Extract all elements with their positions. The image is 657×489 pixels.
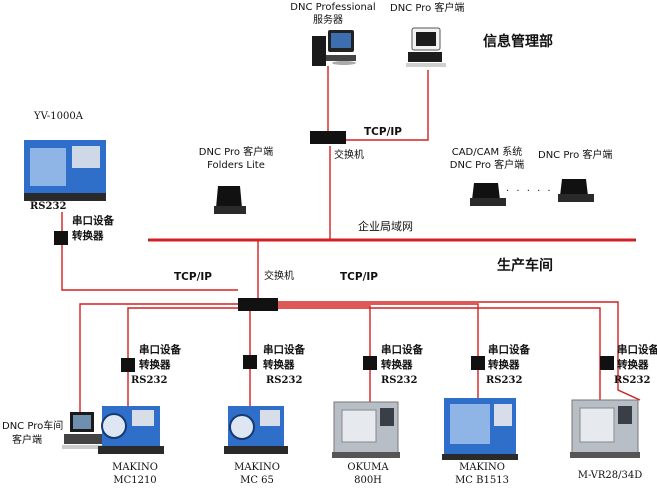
- folders-client-computer-icon: [214, 186, 246, 214]
- lan-label: 企业局域网: [358, 220, 413, 233]
- m2-converter-label-2: 转换器: [263, 359, 295, 371]
- serial-converter-yv: [54, 231, 68, 245]
- bus-line-6: [278, 301, 641, 401]
- cadcam-client-computer-icon: [470, 183, 506, 206]
- top-switch: [310, 131, 346, 144]
- machine-okuma-800h-icon: [332, 401, 400, 458]
- serial-converter-m1: [121, 358, 135, 372]
- machine-mc1210-icon: [98, 406, 164, 454]
- bus-line-1: [79, 303, 238, 420]
- m1-converter-label-2: 转换器: [139, 359, 171, 371]
- serial-converter-m3: [363, 356, 377, 370]
- m4-model-label: MC B1513: [455, 475, 509, 486]
- bus-line-4: [278, 305, 371, 405]
- workshop-switch-label: 交换机: [264, 271, 294, 282]
- clients-ellipsis: · · · · ·: [506, 186, 553, 197]
- m4-name-label: MAKINO: [459, 462, 505, 473]
- m5-rs232-label: RS232: [614, 375, 651, 386]
- m5-model-label: M-VR28/34D: [577, 470, 643, 481]
- m4-rs232-label: RS232: [486, 375, 523, 386]
- workshop-zone-label: 生产车间: [497, 258, 553, 274]
- workshop-client-computer-icon: [62, 412, 104, 449]
- server-label-1: DNC Professional: [290, 2, 376, 13]
- yv-converter-label-2: 转换器: [72, 230, 104, 242]
- yv-1000a-machine-icon: [24, 140, 106, 201]
- yv-rs232-label: RS232: [30, 201, 67, 212]
- m4-converter-label-2: 转换器: [488, 359, 520, 371]
- workshop-protocol-left: TCP/IP: [174, 271, 213, 283]
- server-computer-icon: [312, 30, 356, 66]
- bus-line-7: [278, 307, 601, 404]
- client-uplink-line: [345, 70, 429, 141]
- m2-converter-label-1: 串口设备: [263, 344, 305, 356]
- m1-rs232-label: RS232: [131, 375, 168, 386]
- serial-converter-m4: [471, 356, 485, 370]
- info-management-zone-label: 信息管理部: [483, 34, 553, 50]
- cadcam-label-2: DNC Pro 客户端: [449, 160, 525, 171]
- m1-converter-label-1: 串口设备: [139, 344, 181, 356]
- m1-model-label: MC1210: [113, 475, 157, 486]
- m5-converter-label-1: 串口设备: [617, 344, 657, 356]
- right-client-label: DNC Pro 客户端: [538, 150, 613, 161]
- workshop-client-label-2: 客户端: [12, 435, 42, 446]
- top-client-computer-icon: [406, 27, 446, 67]
- cadcam-label-1: CAD/CAM 系统: [451, 147, 523, 158]
- machine-mvr2834d-icon: [570, 399, 640, 458]
- top-switch-label: 交换机: [334, 150, 364, 161]
- right-client-computer-icon: [558, 179, 594, 202]
- bus-line-2: [127, 307, 238, 410]
- m2-name-label: MAKINO: [234, 462, 280, 473]
- workshop-protocol-right: TCP/IP: [340, 271, 379, 283]
- serial-converter-m2: [243, 355, 257, 369]
- machine-mc65-icon: [224, 406, 288, 454]
- workshop-client-label-1: DNC Pro车间: [2, 421, 64, 432]
- folders-client-label-1: DNC Pro 客户端: [198, 147, 274, 158]
- yv-converter-label-1: 串口设备: [72, 215, 114, 227]
- m4-converter-label-1: 串口设备: [488, 344, 530, 356]
- m3-model-label: 800H: [354, 475, 382, 486]
- folders-client-label-2: Folders Lite: [207, 160, 265, 171]
- m3-name-label: OKUMA: [347, 462, 389, 473]
- m5-converter-label-2: 转换器: [617, 359, 649, 371]
- m2-model-label: MC 65: [240, 475, 274, 486]
- m3-rs232-label: RS232: [381, 375, 418, 386]
- m3-converter-label-1: 串口设备: [381, 344, 423, 356]
- m2-rs232-label: RS232: [266, 375, 303, 386]
- m3-converter-label-2: 转换器: [381, 359, 413, 371]
- serial-converter-m5: [600, 356, 614, 370]
- top-client-label: DNC Pro 客户端: [390, 3, 465, 14]
- server-label-2: 服务器: [313, 15, 343, 26]
- top-protocol-label: TCP/IP: [364, 126, 403, 138]
- m1-name-label: MAKINO: [112, 462, 158, 473]
- workshop-switch: [238, 298, 278, 311]
- bus-line-5: [278, 303, 479, 405]
- machine-mcb1513-icon: [442, 398, 518, 460]
- yv-1000a-label: YV-1000A: [34, 111, 83, 122]
